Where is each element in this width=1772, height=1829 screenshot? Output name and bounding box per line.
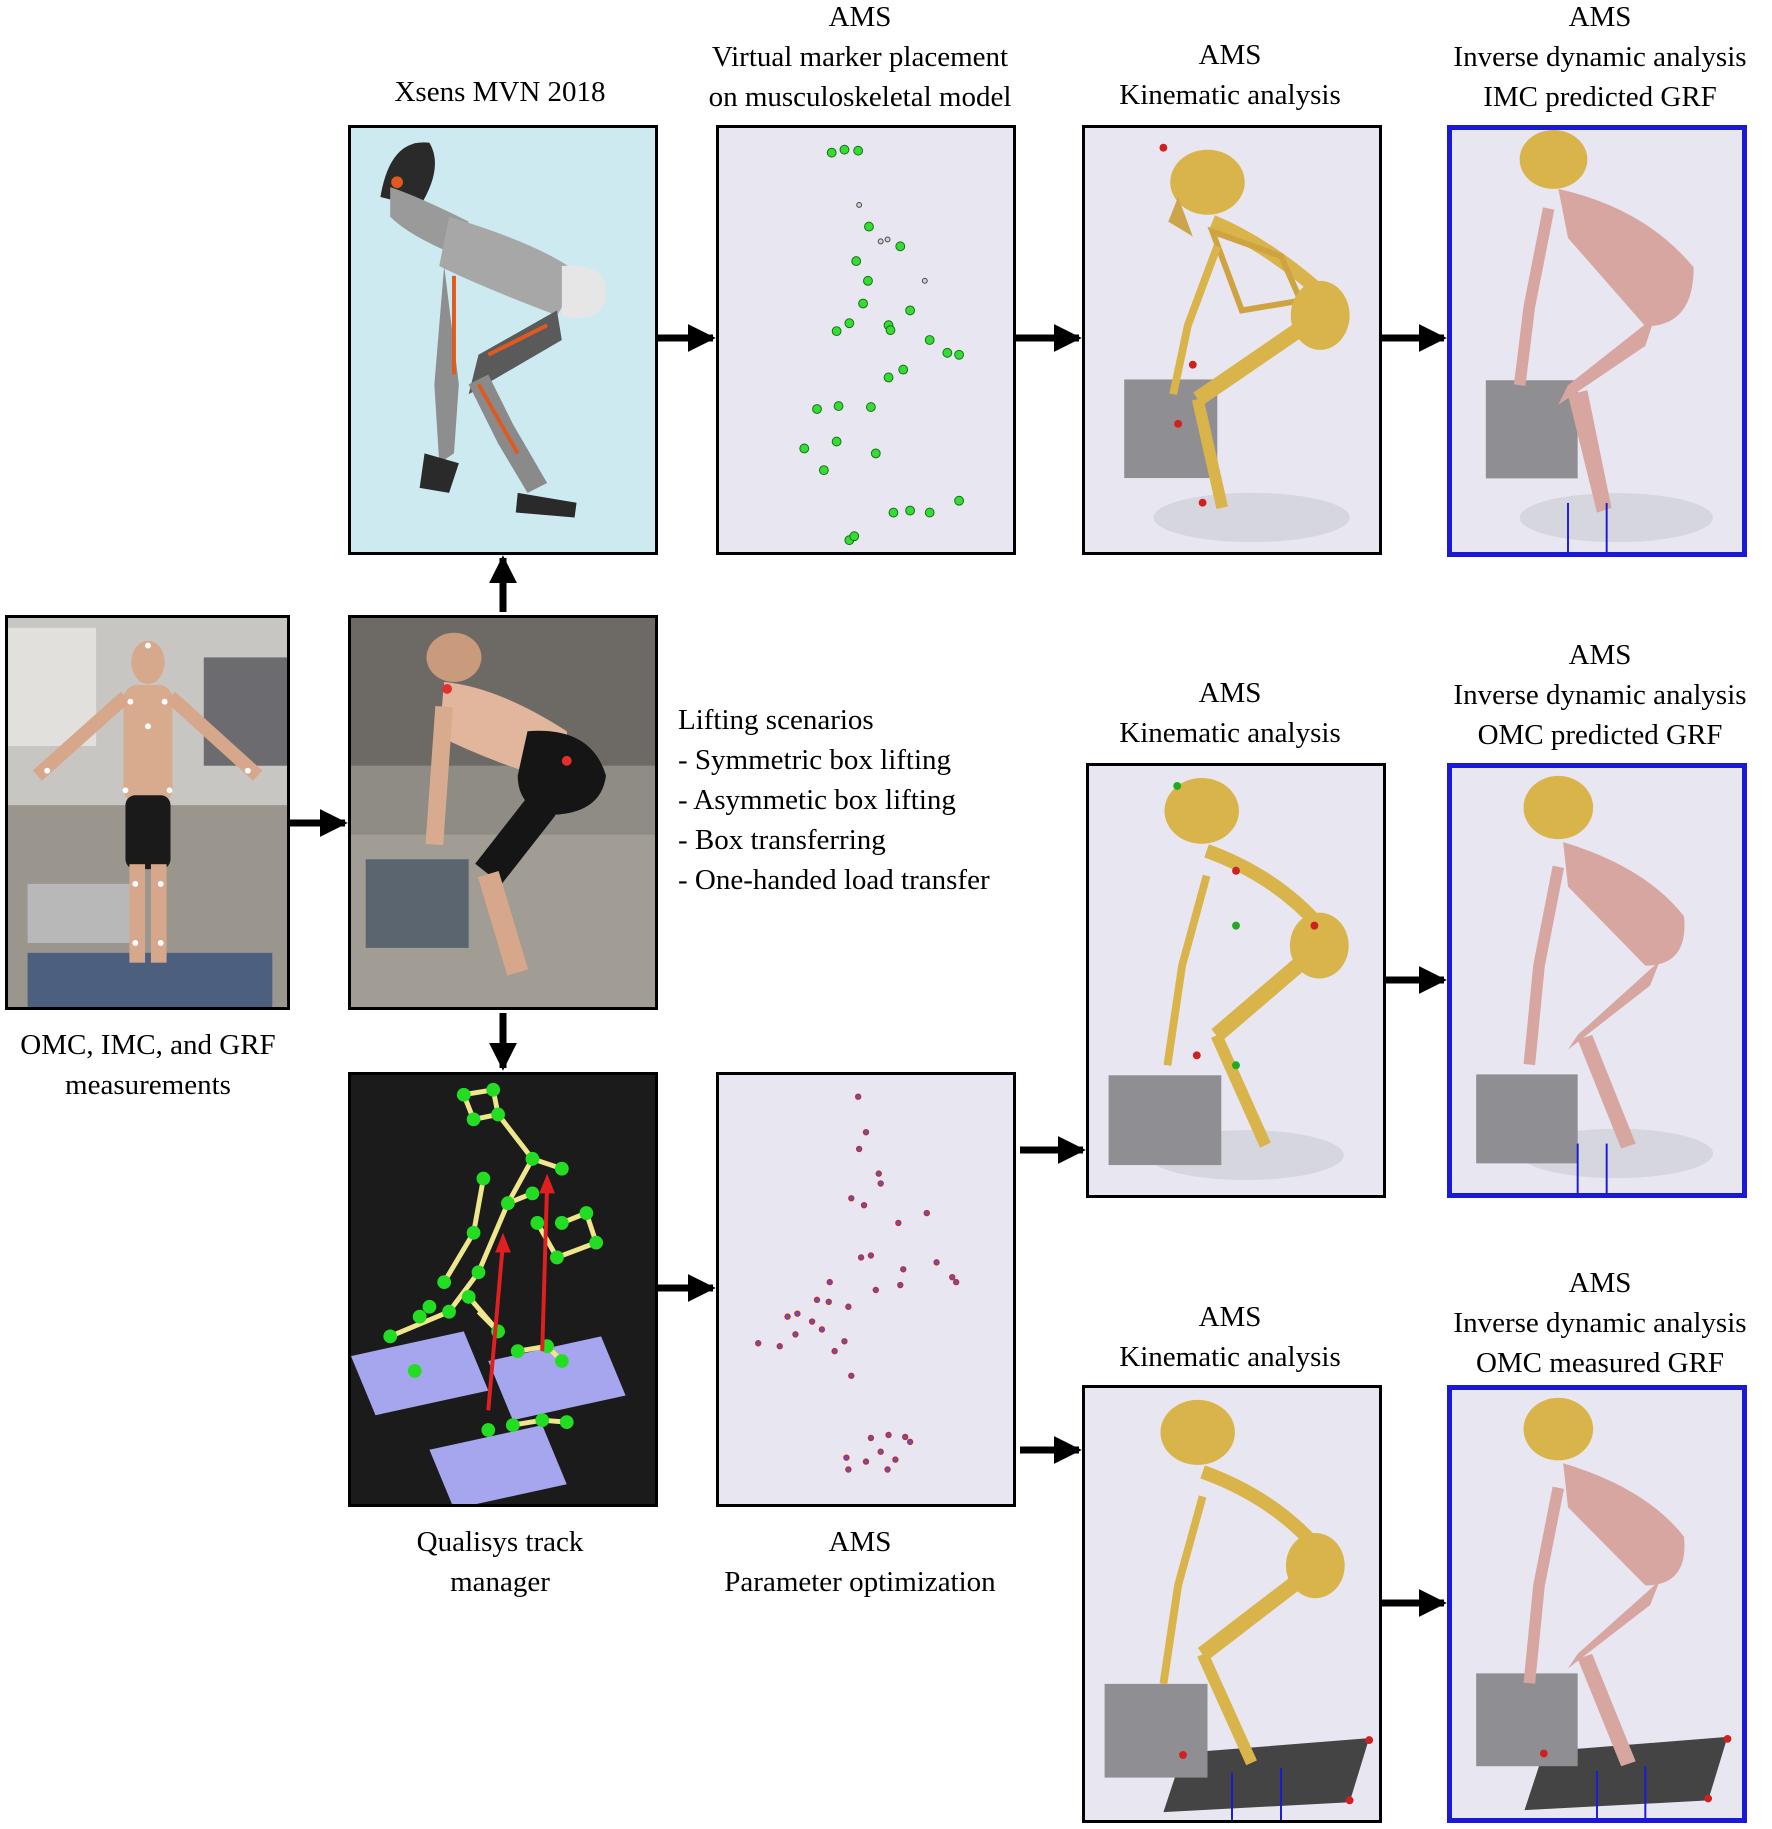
xsens-avatar <box>348 125 658 555</box>
caption-line: AMS <box>828 1526 892 1558</box>
lifting-item: - Symmetric box lifting <box>678 744 952 776</box>
lifting-item: - Box transferring <box>678 824 886 856</box>
virtual-marker-panel <box>716 125 1016 555</box>
kinematic-omc-pred-caption: AMS Kinematic analysis <box>1080 673 1380 753</box>
caption-line: AMS <box>828 1 892 33</box>
kinematic-imc-skeleton <box>1082 125 1382 555</box>
qualisys-panel <box>348 1072 658 1507</box>
lifting-scenarios: Lifting scenarios - Symmetric box liftin… <box>678 700 990 900</box>
lifting-item: - Asymmetic box lifting <box>678 784 956 816</box>
caption-line: OMC measured GRF <box>1475 1347 1725 1379</box>
inverse-imc-muscle <box>1447 125 1747 557</box>
caption-line: OMC, IMC, and GRF <box>20 1029 276 1061</box>
caption-line: AMS <box>1568 639 1632 671</box>
kinematic-imc-caption: AMS Kinematic analysis <box>1080 35 1380 115</box>
qualisys-caption: Qualisys track manager <box>345 1522 655 1602</box>
parameter-opt-panel <box>716 1072 1016 1507</box>
kinematic-omc-meas-skeleton <box>1082 1385 1382 1823</box>
caption-line: Inverse dynamic analysis <box>1453 41 1747 73</box>
caption-line: Inverse dynamic analysis <box>1453 679 1747 711</box>
caption-line: AMS <box>1198 677 1262 709</box>
caption-line: Kinematic analysis <box>1119 1341 1341 1373</box>
measurements-caption: OMC, IMC, and GRF measurements <box>0 1025 296 1105</box>
virtual-marker-caption: AMS Virtual marker placement on musculos… <box>680 0 1040 117</box>
caption-line: AMS <box>1568 1267 1632 1299</box>
inverse-omc-pred-caption: AMS Inverse dynamic analysis OMC predict… <box>1420 635 1772 755</box>
caption-line: Parameter optimization <box>724 1566 996 1598</box>
caption-line: AMS <box>1198 1301 1262 1333</box>
lifting-item: - One-handed load transfer <box>678 864 990 896</box>
caption-line: Virtual marker placement <box>711 41 1009 73</box>
inverse-omc-meas-muscle <box>1447 1385 1747 1823</box>
kinematic-omc-pred-skeleton <box>1086 763 1386 1198</box>
caption-line: Kinematic analysis <box>1119 79 1341 111</box>
inverse-omc-pred-muscle <box>1447 763 1747 1198</box>
caption-line: IMC predicted GRF <box>1483 81 1717 113</box>
caption-line: OMC predicted GRF <box>1477 719 1723 751</box>
caption-line: Xsens MVN 2018 <box>394 76 606 108</box>
lifting-title: Lifting scenarios <box>678 704 874 736</box>
inverse-omc-meas-caption: AMS Inverse dynamic analysis OMC measure… <box>1420 1263 1772 1383</box>
caption-line: manager <box>450 1566 550 1598</box>
caption-line: on musculoskeletal model <box>708 81 1012 113</box>
caption-line: AMS <box>1568 1 1632 33</box>
measurements-photo <box>5 615 290 1010</box>
lifting-photo <box>348 615 658 1010</box>
inverse-imc-caption: AMS Inverse dynamic analysis IMC predict… <box>1420 0 1772 117</box>
kinematic-omc-meas-caption: AMS Kinematic analysis <box>1080 1297 1380 1377</box>
xsens-caption: Xsens MVN 2018 <box>330 72 670 112</box>
caption-line: Qualisys track <box>416 1526 584 1558</box>
caption-line: AMS <box>1198 39 1262 71</box>
caption-line: measurements <box>65 1069 231 1101</box>
caption-line: Inverse dynamic analysis <box>1453 1307 1747 1339</box>
parameter-opt-caption: AMS Parameter optimization <box>680 1522 1040 1602</box>
caption-line: Kinematic analysis <box>1119 717 1341 749</box>
